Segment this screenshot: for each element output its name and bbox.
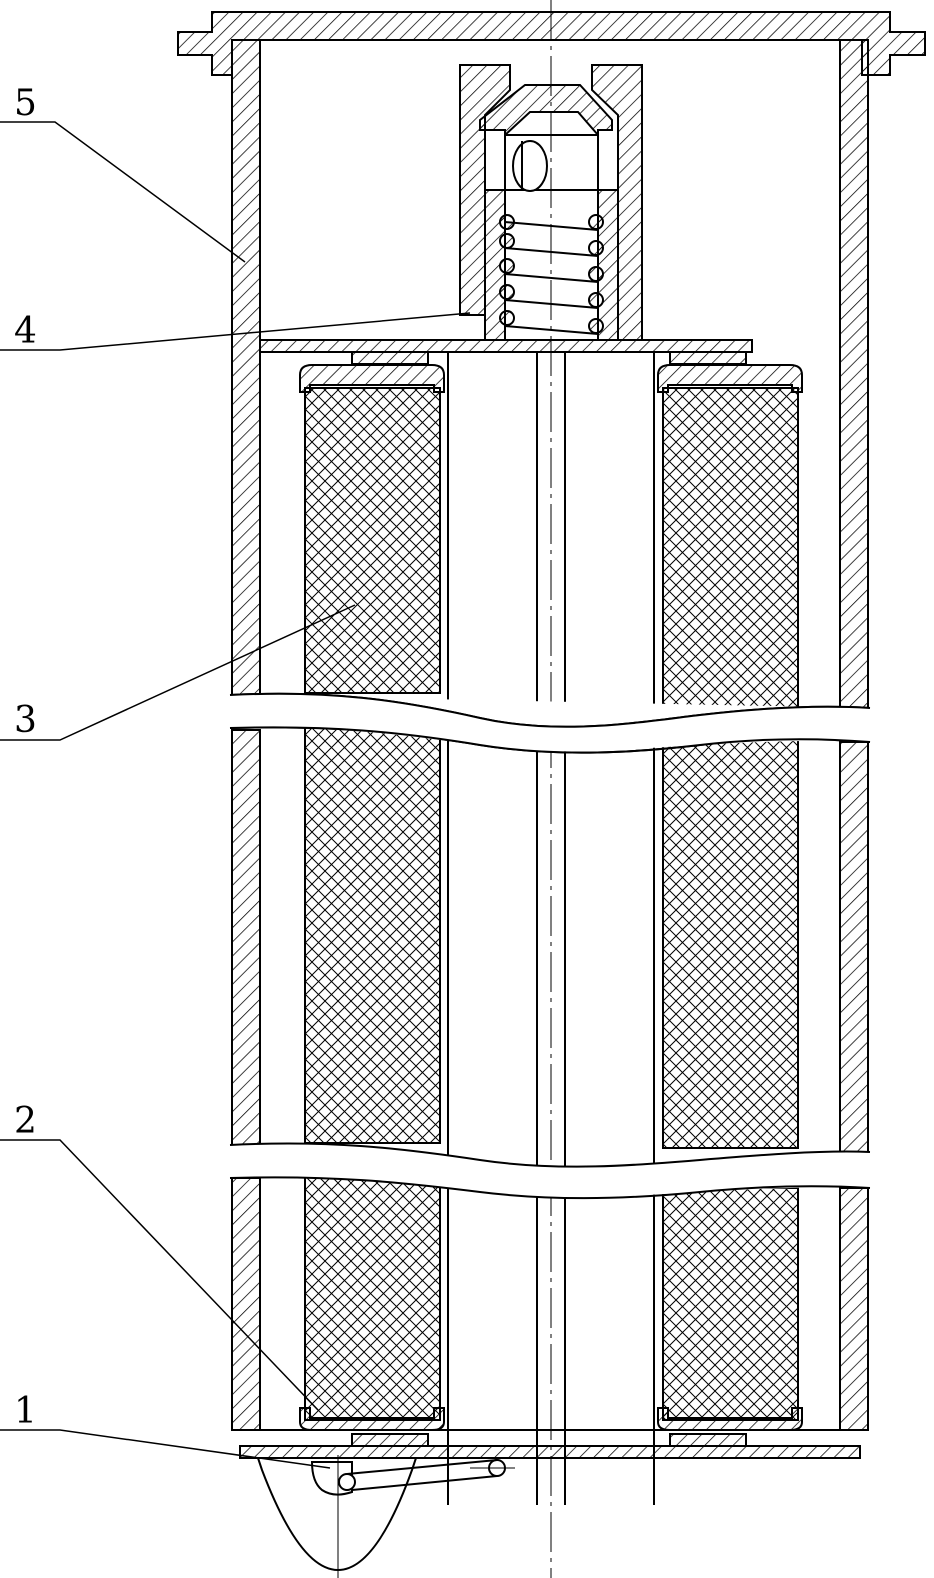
callouts: 5 4 3 2 1: [0, 83, 471, 1469]
filter-mesh-right-upper: [662, 387, 799, 709]
leader-line-5: [0, 121, 246, 263]
callout-2: 2: [0, 1101, 319, 1411]
callout-5: 5: [0, 83, 246, 263]
left-wall-middle: [231, 729, 261, 1146]
leader-line-3: [0, 604, 356, 741]
filter-mesh-left-middle: [304, 717, 441, 1144]
filter-mesh-right-lower: [662, 1187, 799, 1421]
callout-label-3: 3: [14, 700, 37, 741]
center-tube: [447, 352, 655, 1505]
leader-line-1: [0, 1429, 331, 1469]
left-wall-lower: [231, 1177, 261, 1431]
top-plate: [259, 339, 753, 353]
filter-mesh-left-upper: [304, 387, 441, 694]
leader-line-4: [0, 312, 471, 351]
callout-1: 1: [0, 1391, 331, 1469]
callout-label-5: 5: [14, 83, 37, 124]
filter-element-left: [299, 364, 445, 1431]
leader-line-2: [0, 1139, 319, 1411]
left-wall-upper: [231, 39, 261, 696]
break-line-lower-b: [229, 1176, 871, 1200]
callout-label-1: 1: [14, 1391, 37, 1432]
right-wall-middle: [839, 741, 869, 1153]
drain-lug: [257, 1455, 515, 1578]
outer-housing: [177, 11, 926, 1431]
break-line-lower-a: [229, 1142, 871, 1168]
filter-mesh-left-lower: [304, 1169, 441, 1421]
filter-mesh-right-middle: [662, 737, 799, 1149]
bottom-plate: [239, 1445, 861, 1459]
end-cap-left-top: [299, 364, 445, 393]
end-cap-right-top: [657, 364, 803, 393]
callout-4: 4: [0, 311, 471, 352]
callout-3: 3: [0, 604, 356, 741]
valve-port: [512, 140, 548, 192]
callout-label-4: 4: [14, 311, 37, 352]
right-wall-lower: [839, 1187, 869, 1431]
filter-element-right: [657, 364, 803, 1431]
callout-label-2: 2: [14, 1101, 37, 1142]
right-wall-upper: [839, 39, 869, 709]
